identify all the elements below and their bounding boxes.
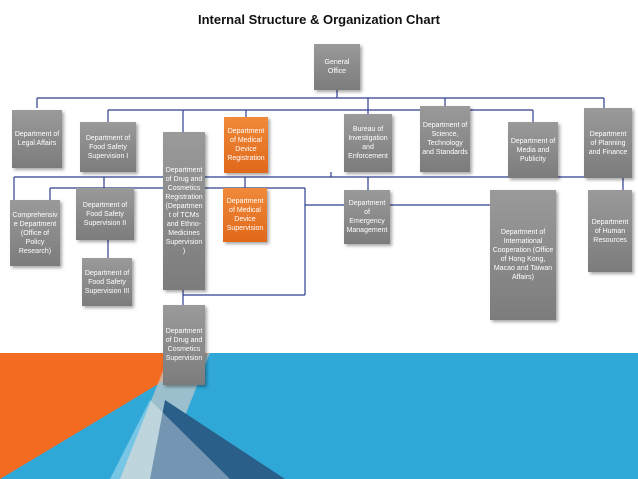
international-cooperation-box: Department of International Cooperation … bbox=[490, 190, 556, 320]
science-technology-box: Department of Science, Technology and St… bbox=[420, 106, 470, 172]
drug-cosmetics-registration-box: Department of Drug and Cosmetics Registr… bbox=[163, 132, 205, 290]
food-safety-supervision-ii-box: Department of Food Safety Supervision II bbox=[76, 188, 134, 240]
drug-cosmetics-supervision-box: Department of Drug and Cosmetics Supervi… bbox=[163, 305, 205, 385]
media-publicity-box: Department of Media and Publicity bbox=[508, 122, 558, 178]
legal-affairs-box: Department of Legal Affairs bbox=[12, 110, 62, 168]
food-safety-supervision-iii-box: Department of Food Safety Supervision II… bbox=[82, 258, 132, 306]
planning-finance-box: Department of Planning and Finance bbox=[584, 108, 632, 178]
background-white-triangle bbox=[110, 400, 230, 479]
general-office-box: General Office bbox=[314, 44, 360, 90]
background-dark-triangle bbox=[150, 400, 285, 479]
emergency-management-box: Department of Emergency Management bbox=[344, 190, 390, 244]
human-resources-box: Department of Human Resources bbox=[588, 190, 632, 272]
food-safety-supervision-box: Department of Food Safety Supervision I bbox=[80, 122, 136, 172]
medical-device-registration-box: Department of Medical Device Registratio… bbox=[224, 117, 268, 173]
comprehensive-department-box: Comprehensive Department (Office of Poli… bbox=[10, 200, 60, 266]
bureau-investigation-box: Bureau of Investigation and Enforcement bbox=[344, 114, 392, 172]
medical-device-supervision-box: Department of Medical Device Supervision bbox=[223, 188, 267, 242]
chart-title: Internal Structure & Organization Chart bbox=[198, 12, 440, 27]
